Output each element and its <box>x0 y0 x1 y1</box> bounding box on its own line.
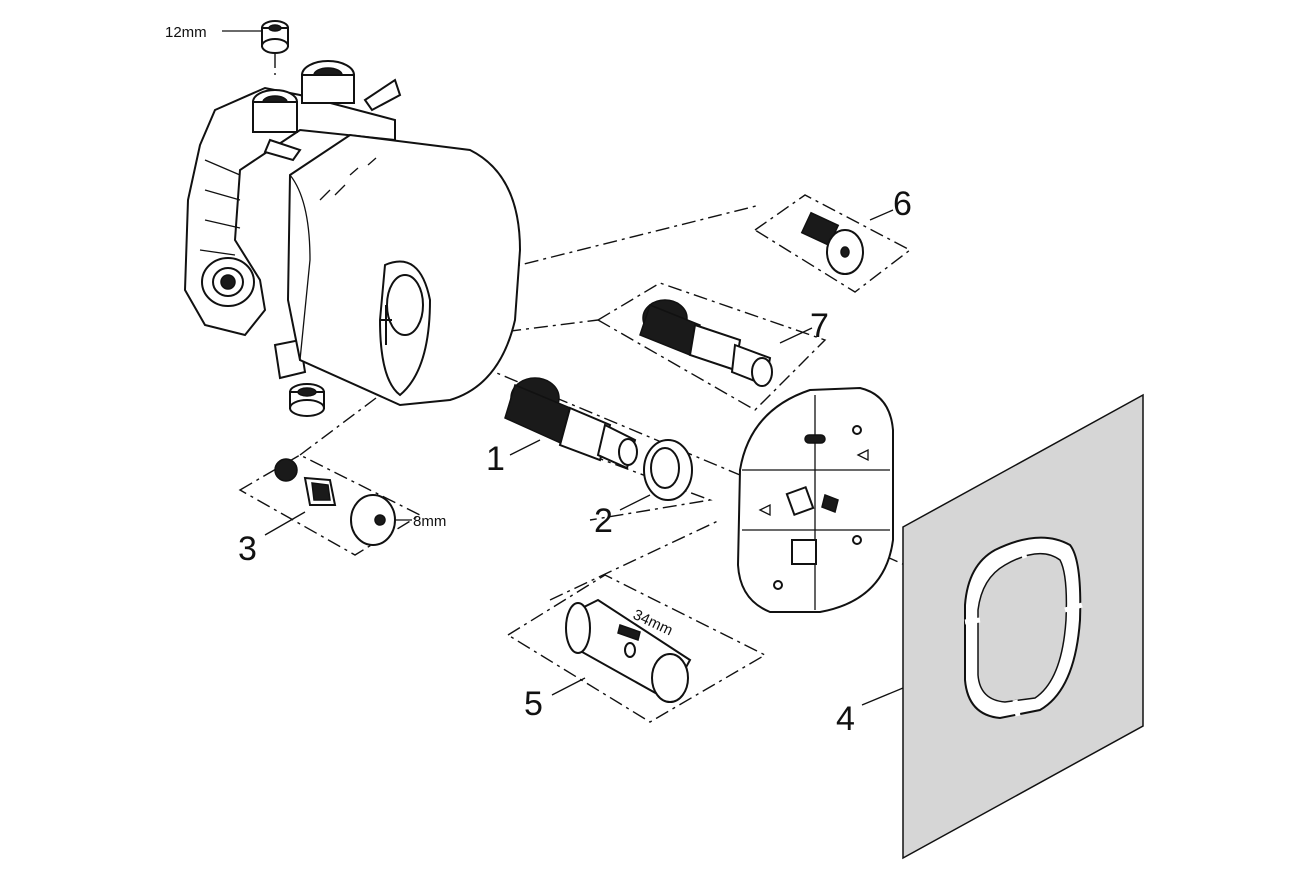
part-4-wall-seal-panel <box>861 393 1144 860</box>
dimension-label-8mm: 8mm <box>413 513 446 530</box>
escutcheon-mounting-plate <box>736 386 894 613</box>
part-number-6: 6 <box>893 185 912 223</box>
valve-body-housing <box>183 60 522 407</box>
part-3-stop-valve <box>264 458 412 546</box>
part-7-cartridge <box>639 299 813 387</box>
top-plug-12mm <box>222 20 289 75</box>
part-number-2: 2 <box>594 502 613 540</box>
part-number-5: 5 <box>524 685 543 723</box>
part-number-3: 3 <box>238 530 257 568</box>
part-number-1: 1 <box>486 440 505 478</box>
dimension-label-12mm: 12mm <box>165 24 207 41</box>
bottom-plug <box>289 383 325 417</box>
part-number-7: 7 <box>810 307 829 345</box>
part-2-ring <box>619 439 693 511</box>
part-5-wrench <box>551 598 692 703</box>
part-6-plug <box>800 209 894 275</box>
part-number-4: 4 <box>836 700 855 738</box>
part-1-cartridge <box>504 377 638 470</box>
